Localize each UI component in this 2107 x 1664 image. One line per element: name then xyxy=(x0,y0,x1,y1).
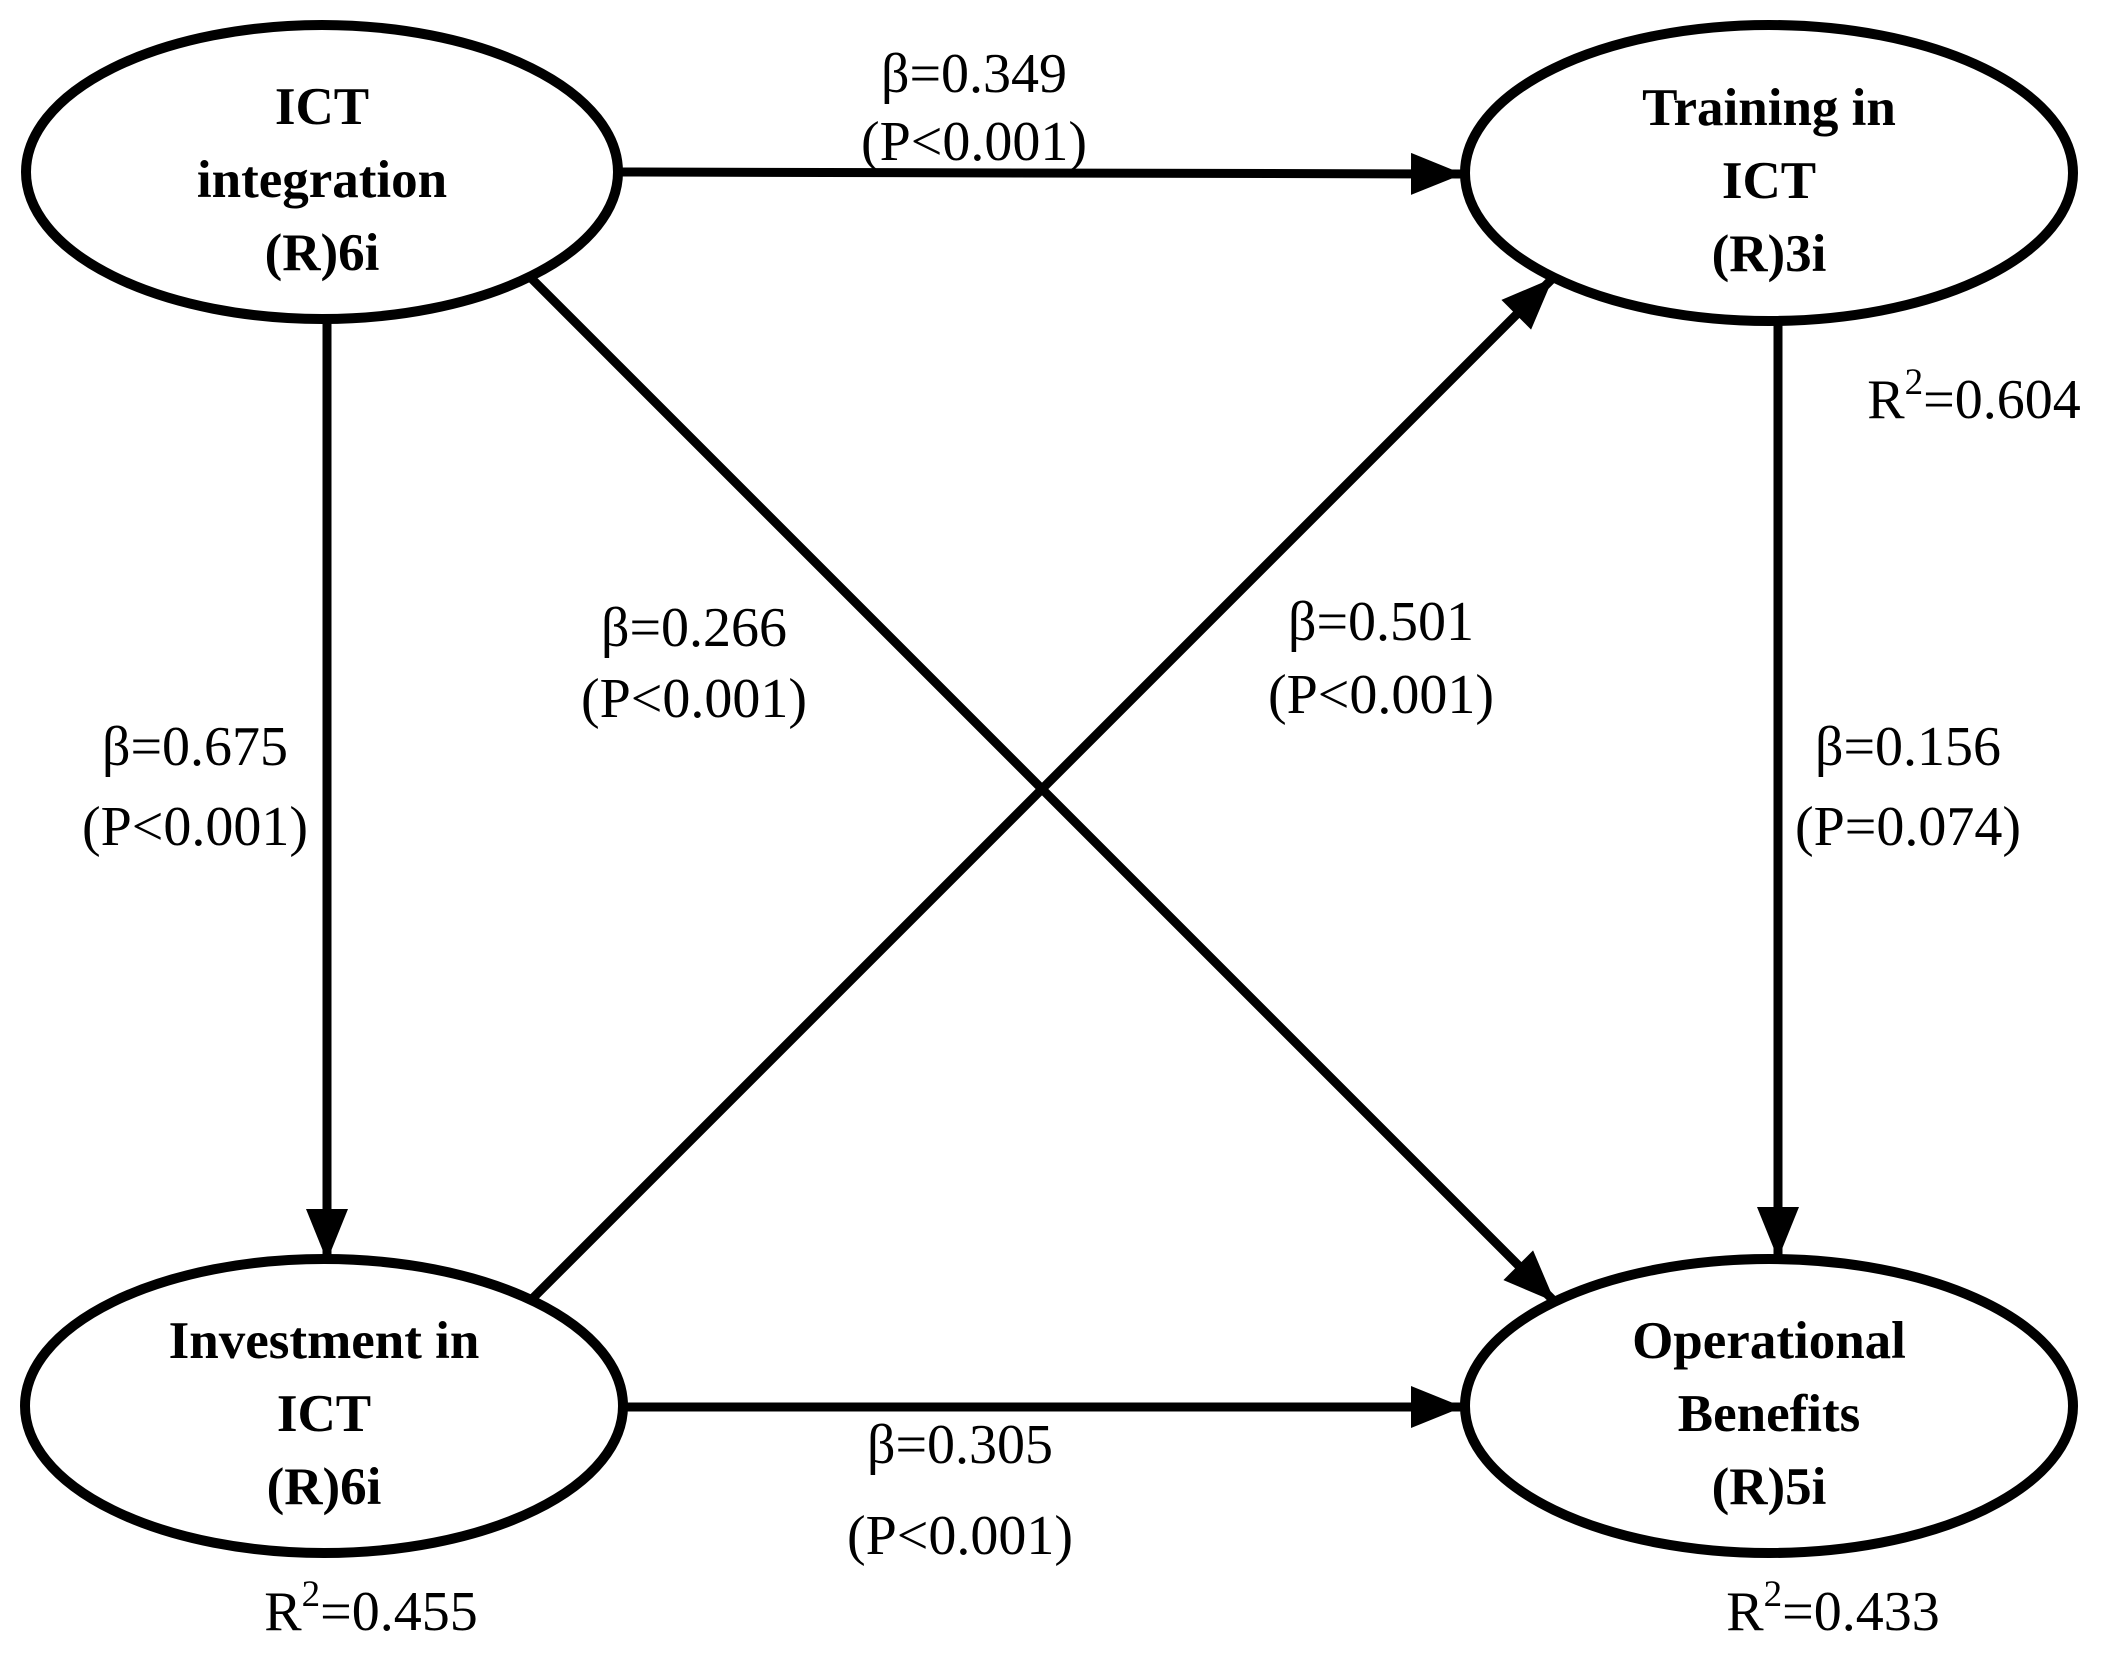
node-label-ict-integration-line3: (R)6i xyxy=(265,224,380,282)
path-label-p-integration-benefits: (P<0.001) xyxy=(581,668,807,730)
node-ellipse-training-in-ict xyxy=(1460,20,2078,326)
r-squared-superscript: 2 xyxy=(302,1574,321,1615)
r-squared-base: R xyxy=(1867,369,1905,431)
node-label-training-in-ict-line1: Training in xyxy=(1642,79,1896,137)
path-label-beta-investment-benefits: β=0.305 xyxy=(867,1414,1053,1476)
node-ellipse-operational-benefits xyxy=(1460,1254,2078,1558)
path-label-p-training-benefits: (P=0.074) xyxy=(1795,796,2021,858)
node-label-training-in-ict-line3: (R)3i xyxy=(1712,225,1827,283)
node-label-investment-in-ict-line3: (R)6i xyxy=(267,1458,382,1516)
r-squared-training-in-ict: R2=0.604 xyxy=(1867,362,2080,431)
r-squared-base: R xyxy=(264,1581,302,1643)
node-label-training-in-ict-line2: ICT xyxy=(1722,152,1816,210)
node-label-ict-integration-line1: ICT xyxy=(275,78,369,136)
path-label-p-integration-investment: (P<0.001) xyxy=(82,796,308,858)
node-label-investment-in-ict-line2: ICT xyxy=(277,1385,371,1443)
path-label-beta-training-benefits: β=0.156 xyxy=(1815,716,2001,778)
r-squared-superscript: 2 xyxy=(1905,362,1924,403)
path-label-p-integration-training: (P<0.001) xyxy=(861,111,1087,173)
path-label-beta-integration-training: β=0.349 xyxy=(881,43,1067,105)
r-squared-value: =0.455 xyxy=(320,1581,478,1643)
path-arrow-investment-to-training xyxy=(526,274,1557,1305)
r-squared-base: R xyxy=(1726,1581,1764,1643)
r-squared-operational-benefits: R2=0.433 xyxy=(1726,1574,1939,1643)
path-label-beta-integration-investment: β=0.675 xyxy=(102,716,288,778)
node-ellipse-investment-in-ict xyxy=(20,1254,628,1558)
path-label-p-investment-training: (P<0.001) xyxy=(1268,664,1494,726)
path-label-p-investment-benefits: (P<0.001) xyxy=(847,1505,1073,1567)
path-label-beta-integration-benefits: β=0.266 xyxy=(601,597,787,659)
r-squared-investment-in-ict: R2=0.455 xyxy=(264,1574,477,1643)
node-label-operational-benefits-line3: (R)5i xyxy=(1712,1458,1827,1516)
r-squared-value: =0.604 xyxy=(1923,369,2081,431)
node-label-operational-benefits-line2: Benefits xyxy=(1678,1385,1861,1443)
node-ellipse-ict-integration xyxy=(21,20,623,324)
path-label-beta-investment-training: β=0.501 xyxy=(1288,591,1474,653)
r-squared-value: =0.433 xyxy=(1782,1581,1940,1643)
node-label-investment-in-ict-line1: Investment in xyxy=(169,1312,480,1370)
path-arrow-integration-to-training xyxy=(619,152,1464,195)
node-label-ict-integration-line2: integration xyxy=(197,151,447,209)
node-label-operational-benefits-line1: Operational xyxy=(1632,1312,1906,1370)
r-squared-superscript: 2 xyxy=(1764,1574,1783,1615)
